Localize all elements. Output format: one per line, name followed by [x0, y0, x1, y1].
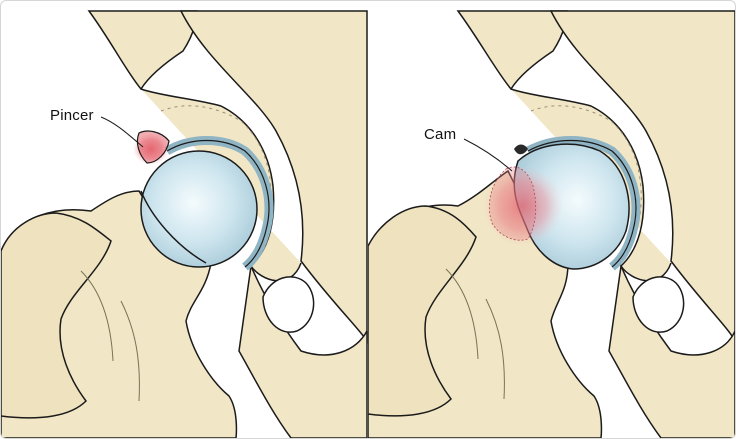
- pelvis-bone: [458, 11, 567, 89]
- pelvis-bone: [89, 11, 197, 89]
- cam-label: Cam: [424, 126, 456, 143]
- pincer-panel: Pincer: [1, 1, 368, 438]
- pincer-label: Pincer: [50, 107, 94, 124]
- cam-hip-illustration: [368, 1, 735, 438]
- cam-leader-line: [464, 139, 512, 171]
- femoral-head: [141, 151, 257, 267]
- cam-panel: Cam: [368, 1, 735, 438]
- pincer-hip-illustration: [1, 1, 368, 438]
